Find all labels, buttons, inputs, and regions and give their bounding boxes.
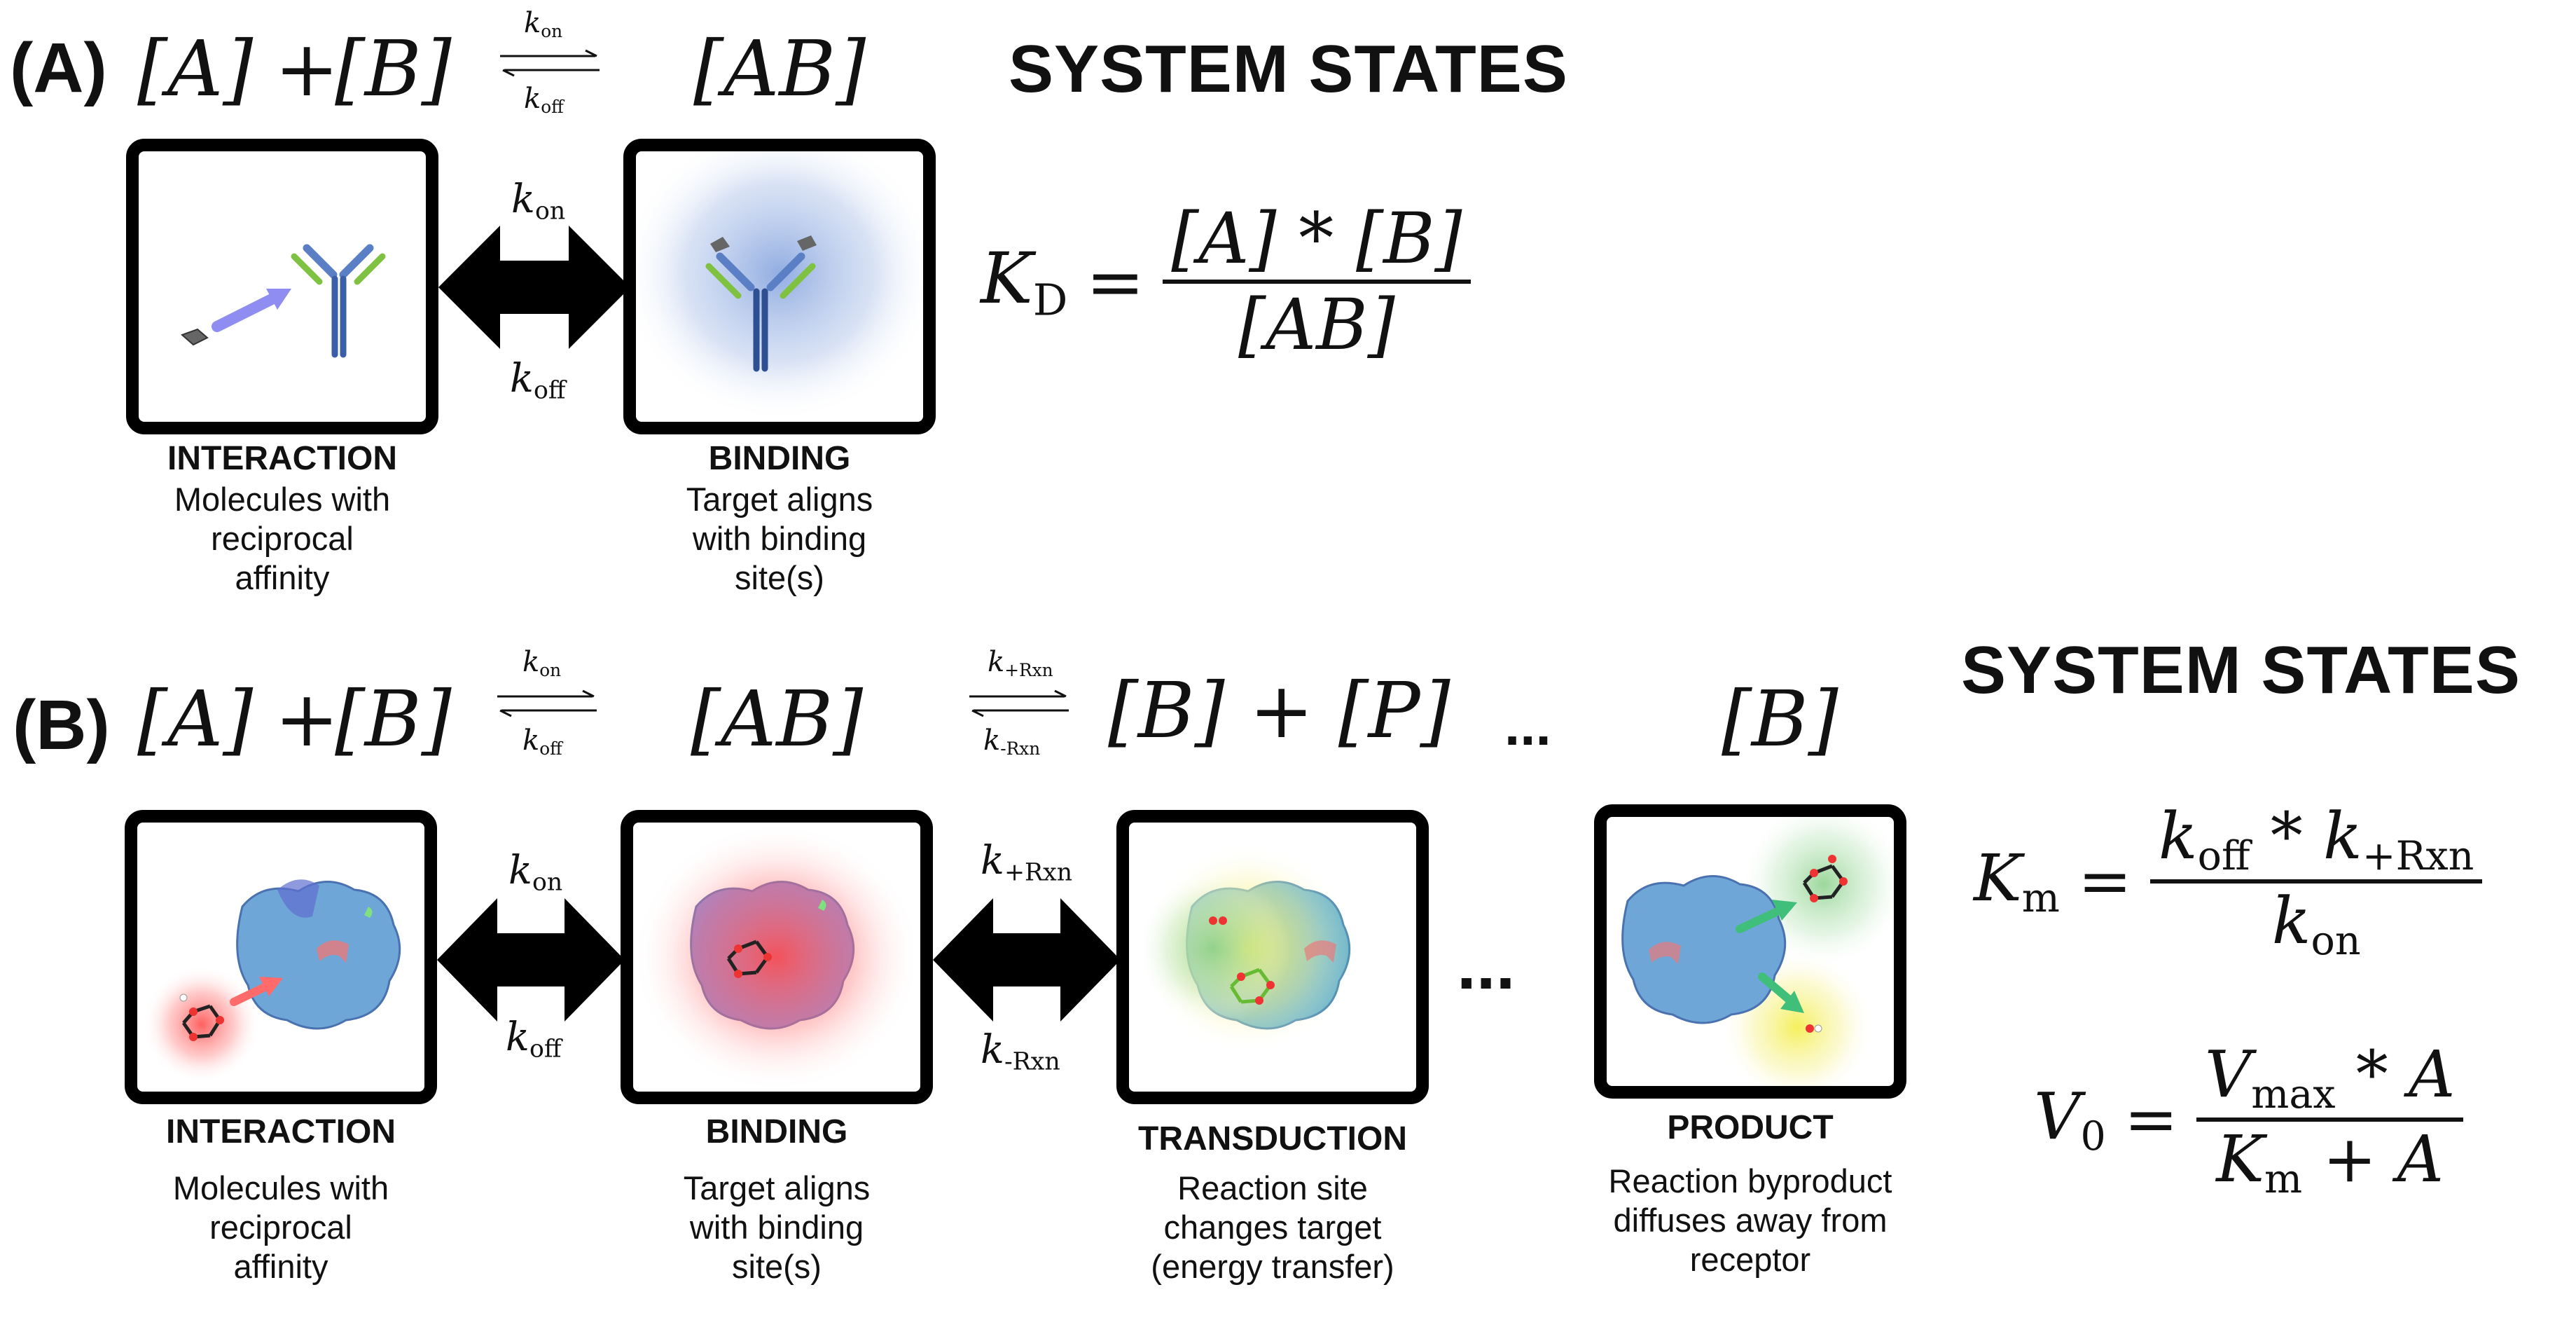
state-title: BINDING	[708, 440, 851, 477]
panel-b-final: [B]	[1722, 674, 1838, 764]
kd-numerator: [A] * [B]	[1171, 198, 1462, 280]
panel-a-reactant-a: [A]	[137, 24, 254, 114]
panel-b-box-ellipsis: ...	[1457, 926, 1516, 1004]
panel-b-eq-ellipsis: ...	[1504, 694, 1551, 757]
panel-b-interaction-box	[125, 810, 437, 1104]
panel-b-eq2-k-reverse: k-Rxn	[983, 724, 1041, 759]
panel-b-double-arrow-1-icon	[437, 898, 625, 1022]
panel-b-caption-interaction: INTERACTION Molecules with reciprocal af…	[125, 1111, 437, 1286]
panel-b-reactant-a: [A]	[137, 674, 254, 764]
state-description: Molecules with reciprocal affinity	[174, 481, 391, 596]
antibody-bound-icon	[636, 151, 923, 422]
panel-b-arrow1-k-on: kon	[508, 848, 563, 897]
kd-formula: KD = [A] * [B] [AB]	[981, 198, 1471, 366]
panel-b-caption-product: PRODUCT Reaction byproduct diffuses away…	[1566, 1107, 1934, 1279]
panel-a-complex: [AB]	[693, 24, 866, 114]
panel-b-eq1-k-forward: kon	[522, 646, 562, 680]
km-denominator: kon	[2271, 883, 2361, 964]
v0-fraction-bar	[2196, 1117, 2464, 1122]
panel-b-caption-transduction: TRANSDUCTION Reaction site changes targe…	[1095, 1118, 1450, 1286]
v0-equals: =	[2124, 1082, 2178, 1157]
state-description: Reaction site changes target (energy tra…	[1151, 1169, 1394, 1285]
panel-b-products: [B] + [P]	[1108, 666, 1450, 755]
panel-a-arrow-k-off: koff	[510, 356, 566, 405]
panel-b-caption-binding: BINDING Target aligns with binding site(…	[621, 1111, 933, 1286]
panel-a-system-states: SYSTEM STATES	[1009, 32, 1568, 106]
panel-b-plus: +	[275, 674, 340, 764]
panel-b-arrow2-k-minus-rxn: k-Rxn	[981, 1027, 1060, 1076]
panel-b-system-states: SYSTEM STATES	[1961, 633, 2521, 708]
enzyme-interaction-icon	[143, 879, 401, 1083]
antibody-interaction-icon	[181, 242, 386, 358]
equilibrium-arrows-icon	[500, 49, 600, 77]
state-description: Target aligns with binding site(s)	[683, 1169, 871, 1285]
panel-b-transduction-box	[1116, 810, 1429, 1104]
panel-b-reactant-b: [B]	[335, 674, 452, 764]
state-description: Molecules with reciprocal affinity	[172, 1169, 389, 1285]
km-fraction-bar	[2149, 879, 2483, 883]
state-title: INTERACTION	[166, 1113, 396, 1150]
enzyme-transduction-icon	[1136, 844, 1353, 1054]
panel-a-double-arrow-icon	[438, 226, 630, 349]
panel-b-eq2-k-forward: k+Rxn	[988, 646, 1053, 680]
state-description: Target aligns with binding site(s)	[686, 481, 873, 596]
panel-a-plus: +	[275, 24, 340, 114]
panel-a-interaction-box	[126, 139, 438, 434]
panel-b-product-box	[1594, 804, 1906, 1099]
panel-a-binding-box	[623, 139, 936, 434]
v0-fraction: Vmax * A Km + A	[2196, 1037, 2464, 1202]
v0-formula: V0 = Vmax * A Km + A	[2034, 1037, 2464, 1202]
km-fraction: koff * k+Rxn kon	[2149, 799, 2483, 964]
state-title: TRANSDUCTION	[1138, 1120, 1407, 1157]
state-description: Reaction byproduct diffuses away from re…	[1608, 1162, 1892, 1278]
panel-b-arrow1-k-off: koff	[506, 1015, 562, 1064]
panel-a-eq-k-forward: kon	[524, 7, 563, 41]
v0-lhs: V0	[2034, 1079, 2106, 1160]
km-formula: Km = koff * k+Rxn kon	[1974, 799, 2483, 964]
panel-b-binding-box	[621, 810, 933, 1104]
kd-lhs: KD	[981, 238, 1068, 326]
panel-a-label: (A)	[10, 29, 107, 107]
panel-a-caption-interaction: INTERACTION Molecules with reciprocal af…	[126, 438, 438, 598]
enzyme-binding-icon	[633, 823, 920, 1092]
panel-b-eq1-k-reverse: koff	[522, 724, 562, 759]
kd-equals: =	[1086, 240, 1145, 323]
panel-a-arrow-k-on: kon	[511, 177, 566, 226]
v0-denominator: Km + A	[2216, 1121, 2444, 1202]
panel-a-caption-binding: BINDING Target aligns with binding site(…	[623, 438, 936, 598]
panel-a-eq-k-reverse: koff	[524, 83, 564, 117]
panel-b-label: (B)	[13, 686, 110, 764]
enzyme-product-icon	[1621, 817, 1894, 1086]
panel-b-complex: [AB]	[691, 674, 864, 764]
panel-a-reactant-b: [B]	[335, 24, 452, 114]
kd-fraction-bar	[1163, 280, 1471, 284]
state-title: INTERACTION	[167, 440, 397, 477]
equilibrium-arrows-icon	[497, 689, 597, 717]
panel-b-double-arrow-2-icon	[933, 898, 1121, 1022]
state-title: PRODUCT	[1667, 1109, 1834, 1146]
km-equals: =	[2077, 844, 2132, 919]
state-title: BINDING	[705, 1113, 848, 1150]
panel-b-arrow2-k-plus-rxn: k+Rxn	[981, 838, 1073, 887]
equilibrium-arrows-icon	[969, 689, 1069, 717]
v0-numerator: Vmax * A	[2204, 1037, 2456, 1118]
km-lhs: Km	[1974, 841, 2060, 922]
kd-denominator: [AB]	[1238, 284, 1395, 366]
km-numerator: koff * k+Rxn	[2158, 799, 2474, 879]
kd-fraction: [A] * [B] [AB]	[1163, 198, 1471, 366]
